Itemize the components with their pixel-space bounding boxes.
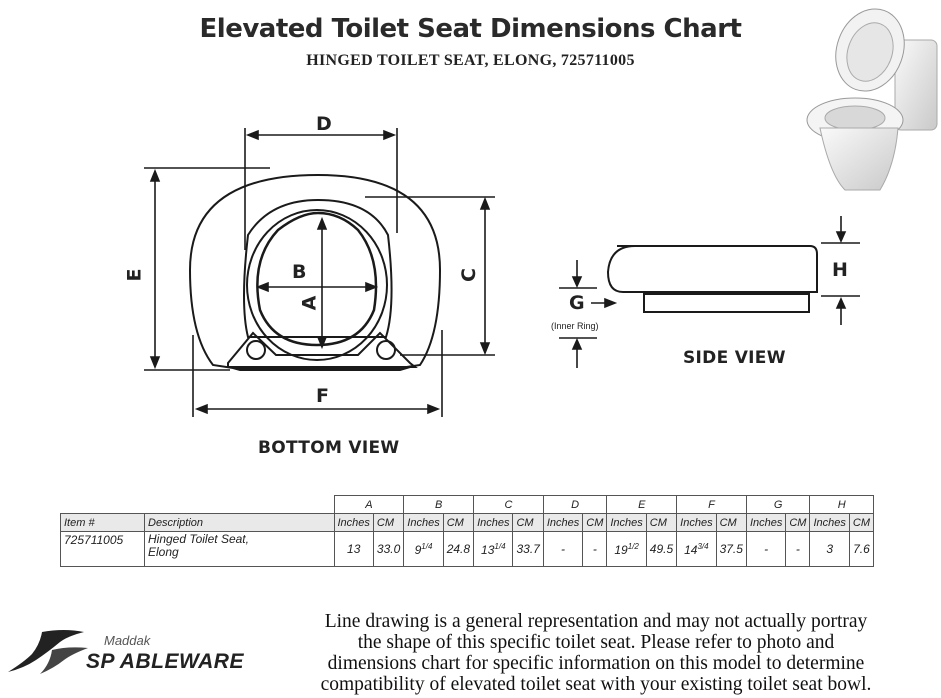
cm-header: CM <box>442 513 475 532</box>
dim-label-c: C <box>457 268 480 282</box>
disclaimer-text: Line drawing is a general representation… <box>320 611 872 695</box>
side-view-label: SIDE VIEW <box>683 348 786 368</box>
e-inches: 191/2 <box>606 531 647 567</box>
inches-header: Inches <box>809 513 850 532</box>
cm-header: CM <box>582 513 608 532</box>
g-inches: - <box>745 531 787 567</box>
dim-label-h: H <box>832 259 848 281</box>
brand-logo-icon <box>8 630 88 674</box>
g-cm: - <box>785 531 811 567</box>
inches-header: Inches <box>333 513 374 532</box>
side-view-drawing <box>559 216 860 368</box>
brand-sp-ableware: SP ABLEWARE <box>86 650 244 673</box>
item-description: Hinged Toilet Seat,Elong <box>144 531 335 567</box>
c-inches: 131/4 <box>473 531 514 567</box>
c-cm: 33.7 <box>512 531 544 567</box>
cm-header: CM <box>785 513 811 532</box>
f-cm: 37.5 <box>715 531 747 567</box>
group-h: H <box>809 495 874 514</box>
dimensions-table: A B C D E F G H Item # Description Inche… <box>60 495 875 567</box>
page-subtitle: HINGED TOILET SEAT, ELONG, 725711005 <box>306 52 635 69</box>
e-cm: 49.5 <box>645 531 678 567</box>
dim-label-e: E <box>123 268 146 282</box>
brand-maddak: Maddak <box>104 633 151 648</box>
cm-header: CM <box>645 513 678 532</box>
inches-header: Inches <box>473 513 514 532</box>
group-b: B <box>403 495 475 514</box>
item-number: 725711005 <box>60 531 145 567</box>
b-cm: 24.8 <box>442 531 475 567</box>
inches-header: Inches <box>403 513 444 532</box>
inches-header: Inches <box>606 513 647 532</box>
dim-label-b: B <box>292 261 307 283</box>
dim-label-g: G <box>569 292 585 314</box>
group-c: C <box>473 495 544 514</box>
f-inches: 143/4 <box>676 531 717 567</box>
cm-header: CM <box>372 513 405 532</box>
cm-header: CM <box>848 513 875 532</box>
a-inches: 13 <box>333 531 374 567</box>
a-cm: 33.0 <box>372 531 405 567</box>
group-a: A <box>333 495 405 514</box>
page-title: Elevated Toilet Seat Dimensions Chart <box>199 14 742 44</box>
b-inches: 91/4 <box>403 531 444 567</box>
inches-header: Inches <box>745 513 787 532</box>
group-f: F <box>676 495 747 514</box>
group-e: E <box>606 495 678 514</box>
description-header: Description <box>144 513 335 532</box>
d-cm: - <box>582 531 608 567</box>
bottom-view-label: BOTTOM VIEW <box>258 438 400 458</box>
cm-header: CM <box>715 513 747 532</box>
dim-label-a: A <box>298 295 321 311</box>
cm-header: CM <box>512 513 544 532</box>
group-g: G <box>745 495 811 514</box>
bottom-view-drawing <box>144 128 495 417</box>
dim-label-d: D <box>316 113 332 135</box>
d-inches: - <box>542 531 584 567</box>
h-inches: 3 <box>809 531 850 567</box>
h-cm: 7.6 <box>848 531 875 567</box>
dim-label-f: F <box>316 385 329 407</box>
item-header: Item # <box>60 513 145 532</box>
toilet-photo <box>806 8 938 191</box>
group-d: D <box>542 495 608 514</box>
inches-header: Inches <box>542 513 584 532</box>
inner-ring-note: (Inner Ring) <box>551 321 599 331</box>
inches-header: Inches <box>676 513 717 532</box>
